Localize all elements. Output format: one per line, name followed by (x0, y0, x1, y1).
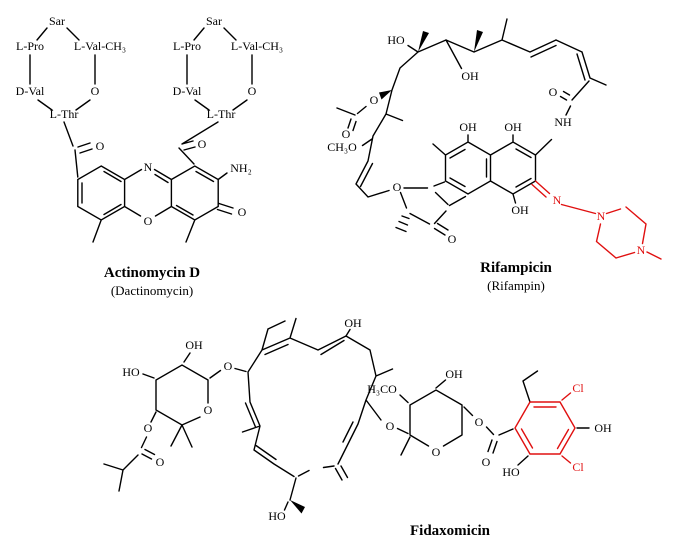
compound-name-fidaxomicin: Fidaxomicin (410, 523, 491, 539)
atom-label: O (370, 93, 379, 107)
fidaxomicin-macrocycle-bonds (241, 317, 394, 511)
atom-label: OH (445, 367, 463, 381)
compound-synonym-rifampicin: (Rifampin) (487, 278, 545, 293)
rifampicin-ansa-bonds (336, 18, 607, 198)
wedge-bond (474, 30, 483, 52)
atom-label: HO (502, 465, 520, 479)
rifampicin-piperazine-bonds (531, 180, 662, 260)
compound-name-rifampicin: Rifampicin (480, 260, 552, 276)
atom-label: OH (511, 203, 529, 217)
atom-label: N (637, 243, 646, 257)
fidaxomicin-aromatic-bonds (514, 392, 576, 464)
atom-label: O (393, 180, 402, 194)
atom-label: Sar (49, 14, 65, 28)
atom-label: O (144, 214, 153, 228)
atom-label: HO (387, 33, 405, 47)
atom-label: O (198, 137, 207, 151)
atom-label: N (144, 160, 153, 174)
atom-label: O (482, 455, 491, 469)
compound-name-actinomycin: Actinomycin D (104, 265, 200, 281)
atom-label: O (386, 419, 395, 433)
atom-label: L-Thr (50, 107, 79, 121)
atom-label: Sar (206, 14, 222, 28)
atom-label: OH (185, 338, 203, 352)
peptide-ring-b-bonds (178, 27, 253, 165)
atom-label: OH (594, 421, 612, 435)
atom-label: O (248, 84, 257, 98)
atom-label: O (204, 403, 213, 417)
atom-label: H₃CO (367, 382, 397, 396)
chromophore-bonds (77, 165, 234, 243)
wedge-bond (379, 90, 392, 100)
fidaxomicin-sugar2-bonds (396, 370, 590, 466)
fidaxomicin-sugar1-bonds (103, 352, 247, 492)
atom-label: O (342, 127, 351, 141)
atom-label: Cl (572, 460, 584, 474)
atom-label: O (475, 415, 484, 429)
atom-label: O (549, 85, 558, 99)
atom-label: O (238, 205, 247, 219)
atom-label: L-Pro (173, 39, 201, 53)
compound-synonym-actinomycin: (Dactinomycin) (111, 283, 193, 298)
atom-label: OH (344, 316, 362, 330)
atom-label: D-Val (16, 84, 45, 98)
peptide-ring-a-bonds (29, 27, 96, 178)
rifampicin-furanone-bonds (395, 181, 467, 236)
atom-label: O (156, 455, 165, 469)
atom-label: HO (268, 509, 286, 523)
atom-label: D-Val (173, 84, 202, 98)
atom-label: N (597, 209, 606, 223)
atom-label: CH₃O (327, 140, 357, 154)
atom-label: NH₂ (230, 161, 252, 175)
atom-label: HO (122, 365, 140, 379)
atom-label: L-Pro (16, 39, 44, 53)
atom-label: NH (554, 115, 572, 129)
rifampicin-core-bonds (432, 134, 537, 204)
atom-label: O (144, 421, 153, 435)
atom-label: O (224, 359, 233, 373)
atom-label: OH (459, 120, 477, 134)
wedge-bond (290, 500, 305, 514)
atom-label: N (553, 193, 562, 207)
atom-label: OH (504, 120, 522, 134)
atom-label: O (448, 232, 457, 246)
atom-label: L-Thr (207, 107, 236, 121)
atom-label: O (432, 445, 441, 459)
atom-label: L-Val-CH₃ (231, 39, 283, 53)
atom-label: OH (461, 69, 479, 83)
atom-label: O (91, 84, 100, 98)
atom-label: L-Val-CH₃ (74, 39, 126, 53)
wedge-bond (418, 31, 429, 52)
atom-label: O (96, 139, 105, 153)
atom-label: Cl (572, 381, 584, 395)
